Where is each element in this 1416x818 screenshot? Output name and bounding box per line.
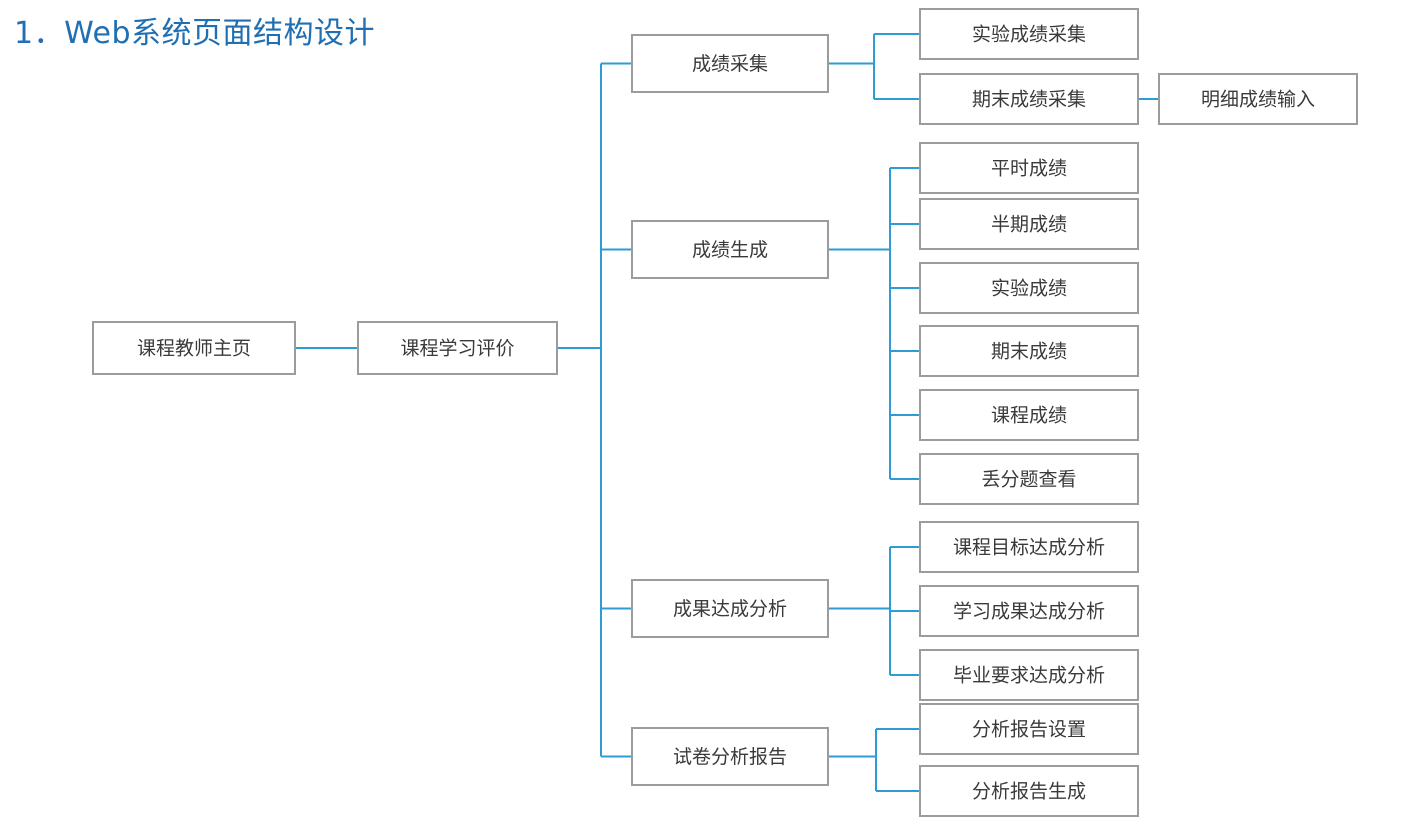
node-box[interactable] xyxy=(631,220,829,279)
connector-layer xyxy=(295,33,1159,792)
node-l3_11[interactable]: 分析报告设置 xyxy=(919,703,1139,755)
node-box[interactable] xyxy=(919,73,1139,125)
node-label: 课程学习评价 xyxy=(400,338,514,360)
node-label: 分析报告生成 xyxy=(972,781,1086,803)
node-box[interactable] xyxy=(919,198,1139,250)
node-l4_0[interactable]: 明细成绩输入 xyxy=(1158,73,1358,125)
node-l2_3[interactable]: 试卷分析报告 xyxy=(631,727,829,786)
node-l3_4[interactable]: 实验成绩 xyxy=(919,262,1139,314)
page-title: 1．Web系统页面结构设计 xyxy=(14,16,375,51)
node-l3_7[interactable]: 丢分题查看 xyxy=(919,453,1139,505)
node-box[interactable] xyxy=(357,321,558,375)
node-label: 毕业要求达成分析 xyxy=(953,665,1105,687)
node-box[interactable] xyxy=(919,453,1139,505)
node-l3_5[interactable]: 期末成绩 xyxy=(919,325,1139,377)
node-l3_10[interactable]: 毕业要求达成分析 xyxy=(919,649,1139,701)
node-label: 丢分题查看 xyxy=(981,469,1076,491)
node-label: 平时成绩 xyxy=(991,158,1067,180)
node-label: 成果达成分析 xyxy=(673,598,787,620)
node-l1_0[interactable]: 课程学习评价 xyxy=(357,321,558,375)
node-box[interactable] xyxy=(919,262,1139,314)
node-box[interactable] xyxy=(919,585,1139,637)
node-l3_8[interactable]: 课程目标达成分析 xyxy=(919,521,1139,573)
node-root[interactable]: 课程教师主页 xyxy=(92,321,296,375)
node-box[interactable] xyxy=(919,765,1139,817)
node-box[interactable] xyxy=(631,34,829,93)
node-label: 期末成绩采集 xyxy=(972,89,1086,111)
node-label: 明细成绩输入 xyxy=(1201,89,1315,111)
node-l2_0[interactable]: 成绩采集 xyxy=(631,34,829,93)
node-label: 成绩生成 xyxy=(692,239,768,261)
node-label: 课程成绩 xyxy=(991,405,1067,427)
node-l3_3[interactable]: 半期成绩 xyxy=(919,198,1139,250)
node-l3_9[interactable]: 学习成果达成分析 xyxy=(919,585,1139,637)
node-label: 半期成绩 xyxy=(991,214,1067,236)
node-box[interactable] xyxy=(631,727,829,786)
node-box[interactable] xyxy=(919,325,1139,377)
node-label: 学习成果达成分析 xyxy=(953,601,1105,623)
node-label: 实验成绩 xyxy=(991,278,1067,300)
node-label: 成绩采集 xyxy=(692,53,768,75)
node-box[interactable] xyxy=(919,142,1139,194)
node-l3_12[interactable]: 分析报告生成 xyxy=(919,765,1139,817)
node-box[interactable] xyxy=(919,649,1139,701)
node-box[interactable] xyxy=(92,321,296,375)
node-label: 课程教师主页 xyxy=(137,338,251,360)
node-l2_2[interactable]: 成果达成分析 xyxy=(631,579,829,638)
node-label: 试卷分析报告 xyxy=(673,746,787,768)
node-box[interactable] xyxy=(919,703,1139,755)
node-l3_1[interactable]: 期末成绩采集 xyxy=(919,73,1139,125)
node-box[interactable] xyxy=(919,521,1139,573)
node-label: 实验成绩采集 xyxy=(972,24,1086,46)
node-box[interactable] xyxy=(1158,73,1358,125)
node-label: 分析报告设置 xyxy=(972,719,1086,741)
node-box[interactable] xyxy=(631,579,829,638)
node-label: 课程目标达成分析 xyxy=(953,537,1105,559)
node-box[interactable] xyxy=(919,8,1139,60)
node-box[interactable] xyxy=(919,389,1139,441)
node-label: 期末成绩 xyxy=(991,341,1067,363)
node-l2_1[interactable]: 成绩生成 xyxy=(631,220,829,279)
node-l3_0[interactable]: 实验成绩采集 xyxy=(919,8,1139,60)
node-l3_2[interactable]: 平时成绩 xyxy=(919,142,1139,194)
node-l3_6[interactable]: 课程成绩 xyxy=(919,389,1139,441)
